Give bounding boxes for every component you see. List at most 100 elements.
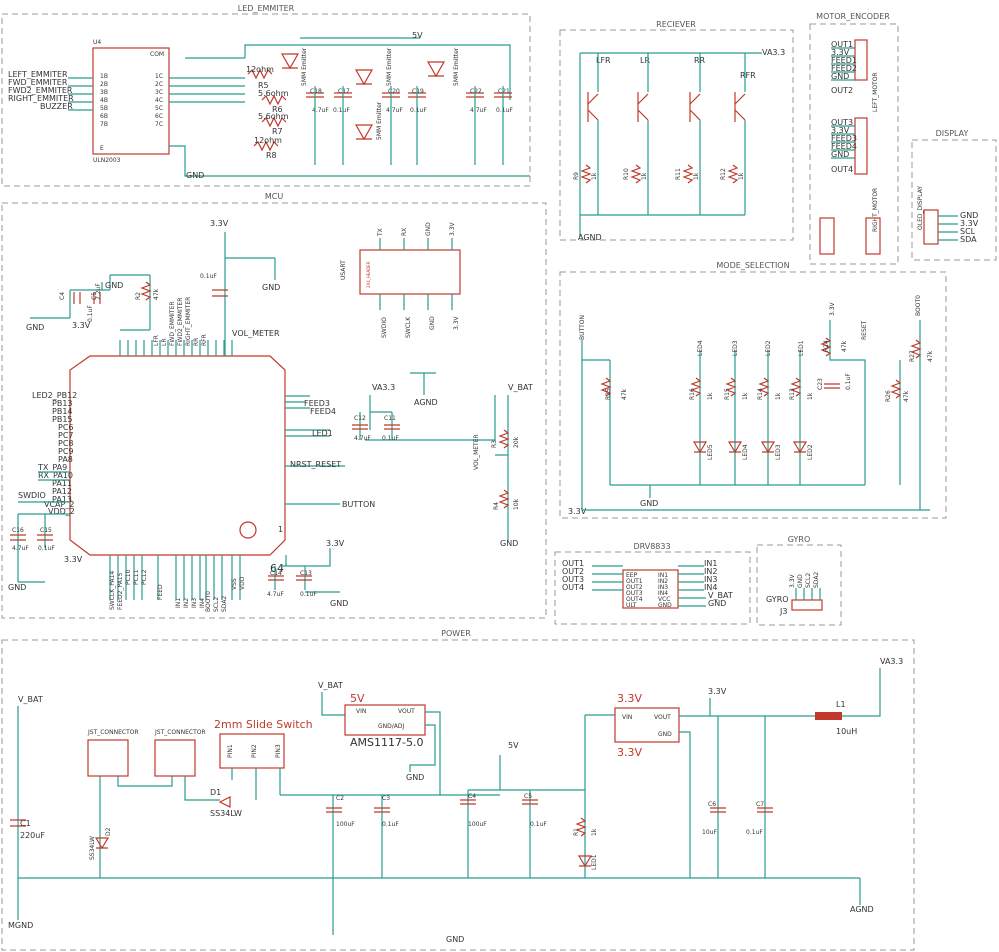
svg-text:5B: 5B bbox=[100, 105, 108, 112]
oled-display-label: OLED_DISPLAY bbox=[917, 186, 924, 230]
svg-text:1C: 1C bbox=[155, 73, 163, 80]
svg-text:IN4: IN4 bbox=[658, 590, 668, 597]
r8-ref: R8 bbox=[266, 151, 277, 160]
r3-ref: R3 bbox=[491, 440, 498, 448]
reg33-vin: VIN bbox=[622, 714, 632, 721]
reg33-vout: VOUT bbox=[654, 714, 671, 721]
c6-ref: C6 bbox=[708, 801, 716, 808]
drv8833-section: OUT1 OUT2 OUT3 OUT4 IN1 IN2 IN3 IN4 V_BA… bbox=[562, 559, 733, 609]
r2-value: 47k bbox=[153, 288, 160, 300]
sheet-title-power: POWER bbox=[441, 629, 471, 638]
c16-ref: C16 bbox=[12, 527, 24, 534]
svg-text:PC9: PC9 bbox=[58, 447, 74, 456]
gyro-title: GYRO bbox=[766, 595, 789, 604]
c3-value: 0.1uF bbox=[382, 821, 399, 828]
drv-vbat: V_BAT bbox=[708, 591, 733, 600]
mcu-bottom-pins bbox=[109, 555, 241, 600]
r6-ref: R6 bbox=[272, 105, 283, 114]
motor-encoder-section: OUT1 3.3V FEED1 FEED2 GND OUT2 OUT3 3.3V… bbox=[819, 39, 881, 255]
net-buzzer: BUZZER bbox=[40, 102, 73, 111]
gyro-gnd: GND bbox=[797, 574, 804, 588]
reg33-chip bbox=[614, 707, 680, 743]
enc-out1: OUT1 bbox=[831, 40, 853, 49]
svg-text:IN2: IN2 bbox=[658, 578, 668, 585]
mcu-top-fwd: FWD_EMMITER bbox=[169, 301, 176, 346]
mode-3v3-bottom: 3.3V bbox=[568, 507, 587, 516]
mcu-top-lr: LR bbox=[161, 338, 168, 346]
svg-text:5C: 5C bbox=[155, 105, 163, 112]
svg-text:PA13: PA13 bbox=[52, 495, 72, 504]
reciever-agnd: AGND bbox=[578, 233, 602, 242]
enc-gnd-a: GND bbox=[831, 72, 849, 81]
r24-value: 47k bbox=[841, 340, 848, 352]
usart-hdr: 2X4_HEADER bbox=[366, 261, 371, 288]
svg-text:OUT2: OUT2 bbox=[626, 584, 643, 591]
mode-led2: LED2 bbox=[765, 340, 772, 356]
emitter-led-4: 5MM Emitter bbox=[453, 47, 460, 86]
r24-ref: R24 bbox=[823, 340, 830, 352]
mcu-swdio: SWDIO bbox=[18, 491, 46, 500]
svg-text:PC6: PC6 bbox=[58, 423, 74, 432]
drv-out3: OUT3 bbox=[562, 575, 584, 584]
drv-out2: OUT2 bbox=[562, 567, 584, 576]
reg5-vout: VOUT bbox=[398, 708, 415, 715]
mcu-vcap: VCAP_2 bbox=[44, 500, 74, 509]
reg33-gnd: GND bbox=[658, 731, 672, 738]
usart-3v3: 3.3V bbox=[449, 221, 456, 236]
power-mgnd: MGND bbox=[8, 921, 33, 930]
gyro-sda2: SDA2 bbox=[813, 572, 820, 588]
r7-value: 5.6ohm bbox=[258, 112, 289, 121]
net-left-emmiter: LEFT_EMMITER bbox=[8, 70, 68, 79]
svg-text:VCC: VCC bbox=[658, 596, 670, 603]
sheet-title-reciever: RECIEVER bbox=[656, 20, 696, 29]
mcu-3v3-top: 3.3V bbox=[210, 219, 229, 228]
drv-in2: IN2 bbox=[704, 567, 717, 576]
c5-value: 2.2uF bbox=[95, 283, 102, 300]
power-5v: 5V bbox=[508, 741, 519, 750]
gyro-scl2: SCL2 bbox=[805, 573, 812, 588]
power-va: VA3.3 bbox=[880, 657, 903, 666]
enc-feed2: FEED2 bbox=[831, 64, 857, 73]
c22-ref: C22 bbox=[470, 88, 482, 95]
r12-ref: R12 bbox=[720, 168, 727, 180]
usart-gnd-b: GND bbox=[429, 316, 436, 330]
led2-ref: LED2 bbox=[807, 444, 814, 460]
svg-text:ULT: ULT bbox=[626, 602, 637, 609]
usart-gnd: GND bbox=[425, 222, 432, 236]
svg-text:PB15: PB15 bbox=[52, 415, 73, 424]
r9-ref: R9 bbox=[573, 172, 580, 180]
r7-ref: R7 bbox=[272, 127, 283, 136]
mcu-gnd-r4: GND bbox=[500, 539, 518, 548]
power-vbat: V_BAT bbox=[18, 695, 43, 704]
r27-value: 47k bbox=[927, 350, 934, 362]
c2-ref: C2 bbox=[336, 795, 344, 802]
svg-text:E: E bbox=[100, 145, 104, 152]
left-motor-connector bbox=[854, 39, 868, 81]
power-vbat-2: V_BAT bbox=[318, 681, 343, 690]
svg-text:PC7: PC7 bbox=[58, 431, 74, 440]
gyro-connector bbox=[791, 599, 823, 611]
emitter-led-3: 5MM Emitter bbox=[386, 47, 393, 86]
inductor-l1 bbox=[815, 712, 842, 720]
switch-pin1: PIN1 bbox=[227, 744, 234, 758]
reg5-vin: VIN bbox=[356, 708, 366, 715]
svg-text:3C: 3C bbox=[155, 89, 163, 96]
gyro-section: 3.3V GND SCL2 SDA2 GYRO J3 bbox=[766, 572, 823, 616]
drv8833-chip bbox=[622, 569, 679, 609]
svg-text:4B: 4B bbox=[100, 97, 108, 104]
usart-swdio: SWDIO bbox=[381, 317, 388, 338]
r11-value: 1k bbox=[693, 172, 700, 180]
svg-text:6B: 6B bbox=[100, 113, 108, 120]
mcu-vbat: V_BAT bbox=[508, 383, 533, 392]
mcu-3v3-tl: 3.3V bbox=[72, 321, 91, 330]
r16-value: 1k bbox=[707, 392, 714, 400]
enc-feed1: FEED1 bbox=[831, 56, 857, 65]
r9-value: 1k bbox=[591, 172, 598, 180]
reg5-name: AMS1117-5.0 bbox=[350, 736, 423, 749]
r4-ref: R4 bbox=[493, 502, 500, 510]
r10-value: 1k bbox=[641, 172, 648, 180]
enc-feed3: FEED3 bbox=[831, 134, 857, 143]
mcu-bot-in2: IN2 bbox=[183, 598, 190, 608]
c16-value: 4.7uF bbox=[12, 545, 29, 552]
sheet-title-gyro: GYRO bbox=[788, 535, 811, 544]
